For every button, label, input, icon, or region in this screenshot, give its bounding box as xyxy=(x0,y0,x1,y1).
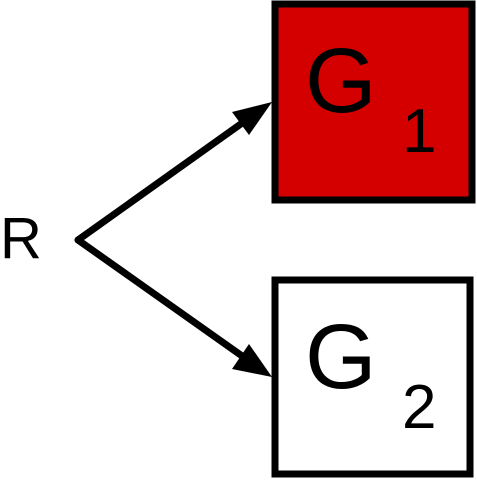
source-label-r: R xyxy=(0,206,42,271)
node-g1-subscript: 1 xyxy=(402,97,436,166)
node-g2-subscript: 2 xyxy=(402,373,436,442)
arrow-to-g1 xyxy=(74,102,272,244)
node-g1-letter: G xyxy=(305,30,377,132)
node-g1-box xyxy=(271,0,476,204)
arrowhead-g2 xyxy=(232,344,272,377)
arrowhead-g1 xyxy=(232,102,272,135)
node-g2: G 2 xyxy=(271,276,474,478)
node-g1: G 1 xyxy=(271,0,476,204)
node-g2-box xyxy=(271,276,474,478)
node-g2-letter: G xyxy=(305,306,377,408)
arrow-to-g2 xyxy=(74,236,272,377)
